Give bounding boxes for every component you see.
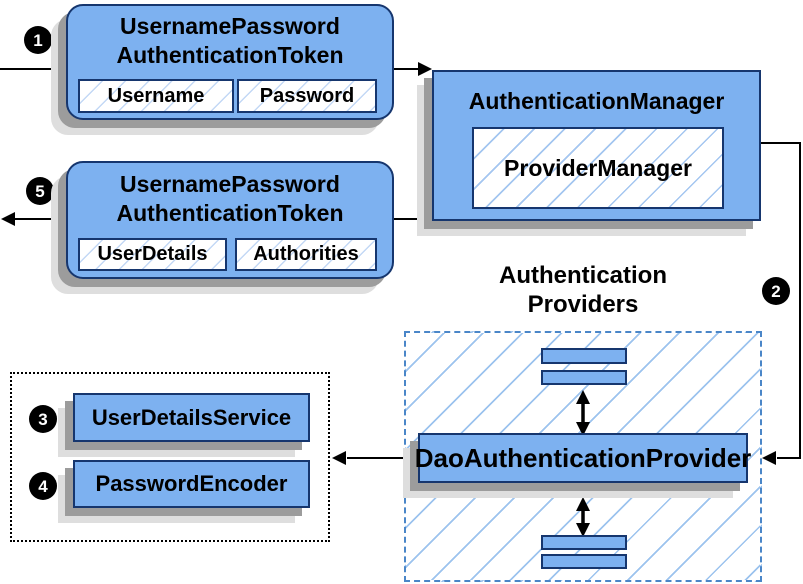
userdetails-field: UserDetails bbox=[78, 238, 227, 271]
authentication-manager-box: AuthenticationManager ProviderManager bbox=[432, 70, 761, 221]
step-4-badge: 4 bbox=[29, 472, 57, 500]
token-response-title-line1: UsernamePassword bbox=[120, 171, 340, 197]
username-field-label: Username bbox=[107, 84, 205, 107]
step-3-badge: 3 bbox=[29, 405, 57, 433]
password-encoder-box: PasswordEncoder bbox=[73, 460, 310, 508]
token-response-title-line2: AuthenticationToken bbox=[116, 200, 344, 226]
providers-group-title: Authentication Providers bbox=[454, 261, 712, 319]
user-details-service-box: UserDetailsService bbox=[73, 393, 310, 442]
provider-slot-bar bbox=[541, 348, 627, 364]
services-group-box bbox=[10, 372, 330, 542]
provider-manager-label: ProviderManager bbox=[504, 154, 692, 181]
provider-slot-bar bbox=[541, 554, 627, 569]
step-2-badge: 2 bbox=[762, 277, 790, 305]
password-encoder-label: PasswordEncoder bbox=[95, 471, 288, 496]
username-password-token-request-box: UsernamePassword AuthenticationToken Use… bbox=[66, 4, 394, 120]
provider-slot-bar bbox=[541, 370, 627, 385]
arrow-provider-to-services bbox=[332, 451, 404, 465]
authorities-field: Authorities bbox=[235, 238, 377, 271]
dao-authentication-provider-label: DaoAuthenticationProvider bbox=[414, 442, 752, 473]
username-password-token-response-box: UsernamePassword AuthenticationToken Use… bbox=[66, 161, 394, 279]
password-field-label: Password bbox=[259, 84, 355, 107]
provider-manager-box: ProviderManager bbox=[472, 127, 724, 209]
token-request-title-line1: UsernamePassword bbox=[120, 13, 340, 39]
token-request-title: UsernamePassword AuthenticationToken bbox=[68, 12, 392, 70]
token-response-title: UsernamePassword AuthenticationToken bbox=[68, 170, 392, 228]
step-5-badge: 5 bbox=[26, 177, 54, 205]
token-request-title-line2: AuthenticationToken bbox=[116, 42, 344, 68]
userdetails-field-label: UserDetails bbox=[97, 243, 208, 265]
dao-authentication-provider-box: DaoAuthenticationProvider bbox=[415, 433, 751, 483]
providers-group-title-line2: Providers bbox=[527, 291, 639, 318]
password-field: Password bbox=[237, 79, 377, 113]
user-details-service-label: UserDetailsService bbox=[91, 404, 292, 430]
authorities-field-label: Authorities bbox=[253, 243, 359, 265]
username-field: Username bbox=[78, 79, 234, 113]
step-1-badge: 1 bbox=[24, 26, 52, 54]
provider-slot-bar bbox=[541, 535, 627, 550]
providers-group-title-line1: Authentication bbox=[499, 262, 667, 289]
authentication-manager-title: AuthenticationManager bbox=[468, 88, 725, 114]
